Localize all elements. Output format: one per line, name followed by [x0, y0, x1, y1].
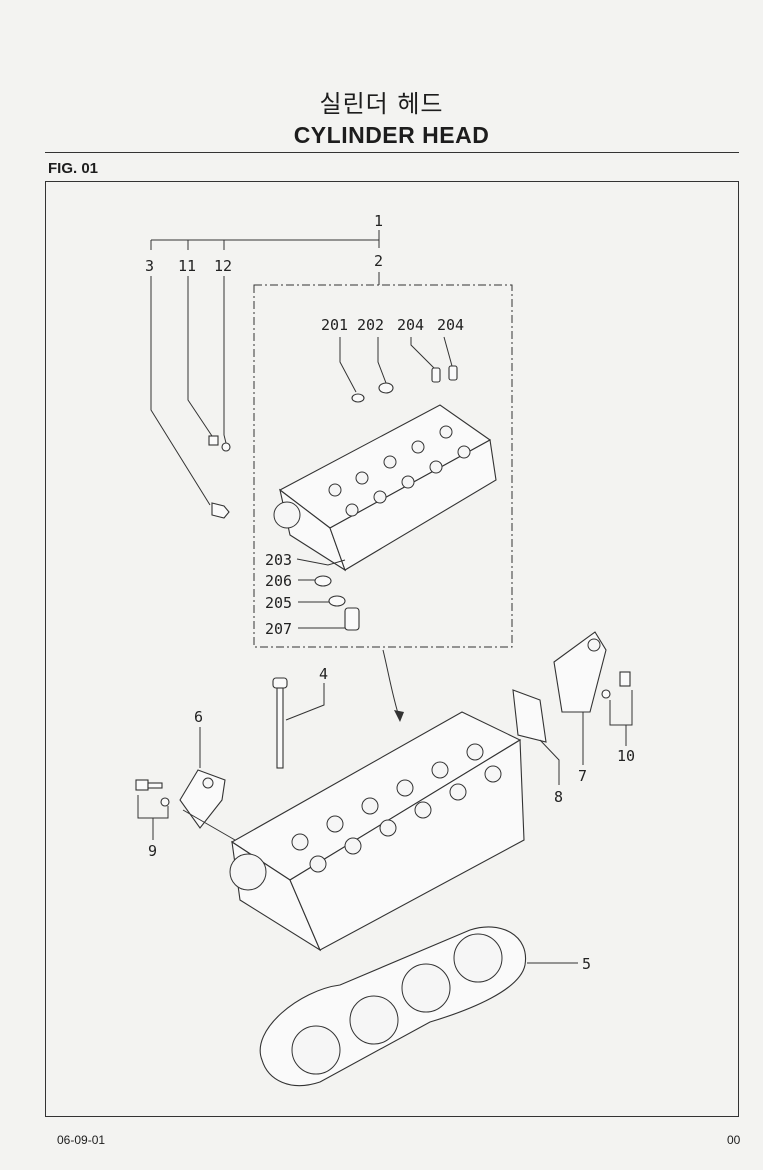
bolt-set-9	[135, 779, 170, 807]
plate-7	[553, 631, 607, 713]
plug-12	[221, 442, 231, 452]
valve-seal-201	[351, 393, 365, 403]
callout-201: 201	[321, 316, 348, 334]
callout-4: 4	[319, 665, 328, 683]
install-arrow-head	[394, 710, 404, 722]
gasket-8	[512, 689, 547, 743]
callout-206: 206	[265, 572, 292, 590]
callout-11: 11	[178, 257, 196, 275]
callout-6: 6	[194, 708, 203, 726]
cylinder-head-main	[229, 711, 525, 952]
callout-10: 10	[617, 747, 635, 765]
footer-page-number: 00	[727, 1133, 741, 1147]
header-divider	[45, 152, 739, 153]
guide-207	[344, 607, 360, 631]
dowel-pin-204b	[448, 365, 458, 381]
head-gasket-5	[259, 926, 527, 1087]
cylinder-head-small	[273, 404, 497, 572]
bracket-6	[179, 769, 226, 829]
callout-202: 202	[357, 316, 384, 334]
callout-1-bracket	[150, 230, 380, 250]
callout-2: 2	[374, 252, 383, 270]
callout-9: 9	[148, 842, 157, 860]
page-title-korean: 실린더 헤드	[319, 90, 444, 118]
callout-3: 3	[145, 257, 154, 275]
callout-5: 5	[582, 955, 591, 973]
callout-8: 8	[554, 788, 563, 806]
plug-3	[211, 502, 230, 519]
seal-205	[328, 595, 346, 607]
callout-204b: 204	[437, 316, 464, 334]
fitting-10	[601, 671, 631, 699]
callout-1: 1	[374, 212, 383, 230]
callout-204a: 204	[397, 316, 424, 334]
washer-206	[314, 575, 332, 587]
kit-leader-lines	[150, 276, 453, 629]
callout-12: 12	[214, 257, 232, 275]
page-title-english: CYLINDER HEAD	[293, 122, 490, 148]
figure-label: FIG. 01	[48, 160, 99, 177]
callout-205: 205	[265, 594, 292, 612]
callout-7: 7	[578, 767, 587, 785]
kit-2-dashed-box	[253, 284, 513, 648]
head-bolt-4	[272, 677, 288, 769]
callout-207: 207	[265, 620, 292, 638]
plug-11	[208, 435, 219, 446]
valve-seal-202	[378, 382, 394, 394]
callout-203: 203	[265, 551, 292, 569]
dowel-pin-204a	[431, 367, 441, 383]
figure-frame	[45, 181, 739, 1117]
footer-date: 06-09-01	[57, 1133, 106, 1147]
install-arrow	[382, 649, 401, 721]
